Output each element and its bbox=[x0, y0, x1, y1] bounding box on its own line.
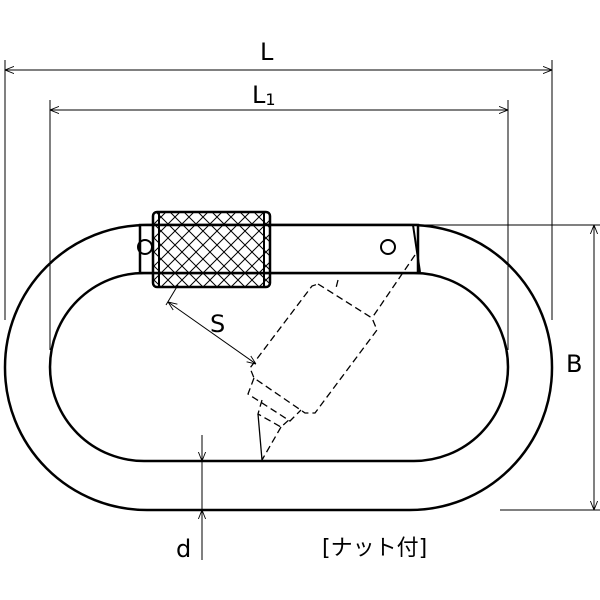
link-inner-outline bbox=[48, 271, 510, 463]
label-L1: L1 bbox=[252, 81, 276, 109]
dimension-B bbox=[418, 224, 600, 511]
open-gate-dashed bbox=[247, 254, 416, 461]
label-L: L bbox=[260, 38, 274, 66]
pin-hole-right bbox=[380, 239, 396, 255]
dimension-L bbox=[4, 60, 553, 320]
gate-tip bbox=[257, 413, 263, 461]
label-S: S bbox=[210, 310, 225, 338]
note-with-nut: [ナット付] bbox=[322, 536, 427, 561]
dimension-S bbox=[165, 284, 256, 364]
label-d: d bbox=[176, 535, 191, 563]
label-B: B bbox=[566, 350, 582, 378]
knurled-nut bbox=[151, 210, 272, 289]
gate-end-line bbox=[412, 224, 421, 273]
